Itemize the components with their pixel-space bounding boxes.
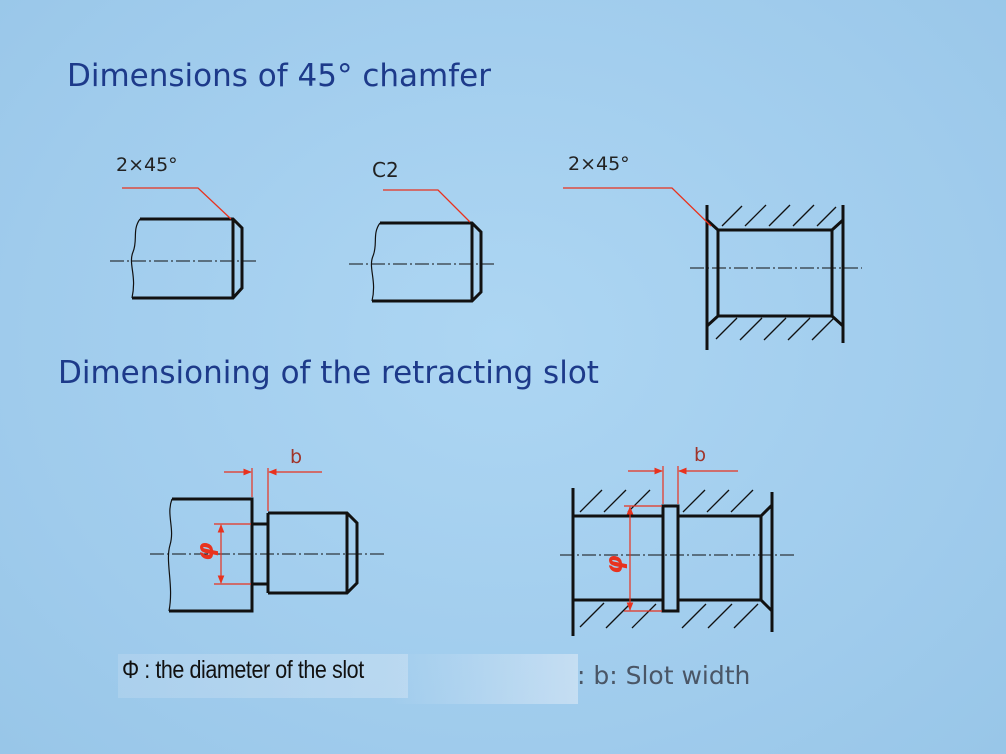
chamfer-label-1: 2×45° [116, 154, 178, 176]
caption-diameter-highlight [118, 654, 408, 698]
slot-width-label-2: b [694, 444, 706, 466]
chamfer-shaft-figure-1: 2×45° [110, 154, 256, 300]
slot-bore-figure: b φ [560, 444, 794, 636]
chamfer-bore-figure: 2×45° [563, 153, 862, 350]
slot-diameter-label-2: φ [600, 555, 628, 574]
slot-heading: Dimensioning of the retracting slot [58, 355, 599, 391]
caption-diameter: Φ : the diameter of the slot [122, 656, 364, 684]
chamfer-heading: Dimensions of 45° chamfer [67, 58, 491, 94]
chamfer-label-2: C2 [372, 158, 399, 182]
caption-width: : b: Slot width [577, 661, 751, 690]
slot-width-label-1: b [290, 446, 302, 468]
slot-shaft-figure: b φ [150, 446, 384, 613]
slot-diameter-label-1: φ [191, 542, 219, 561]
caption-width-highlight [390, 654, 578, 704]
chamfer-label-3: 2×45° [568, 153, 630, 175]
chamfer-shaft-figure-2: C2 [349, 158, 494, 303]
